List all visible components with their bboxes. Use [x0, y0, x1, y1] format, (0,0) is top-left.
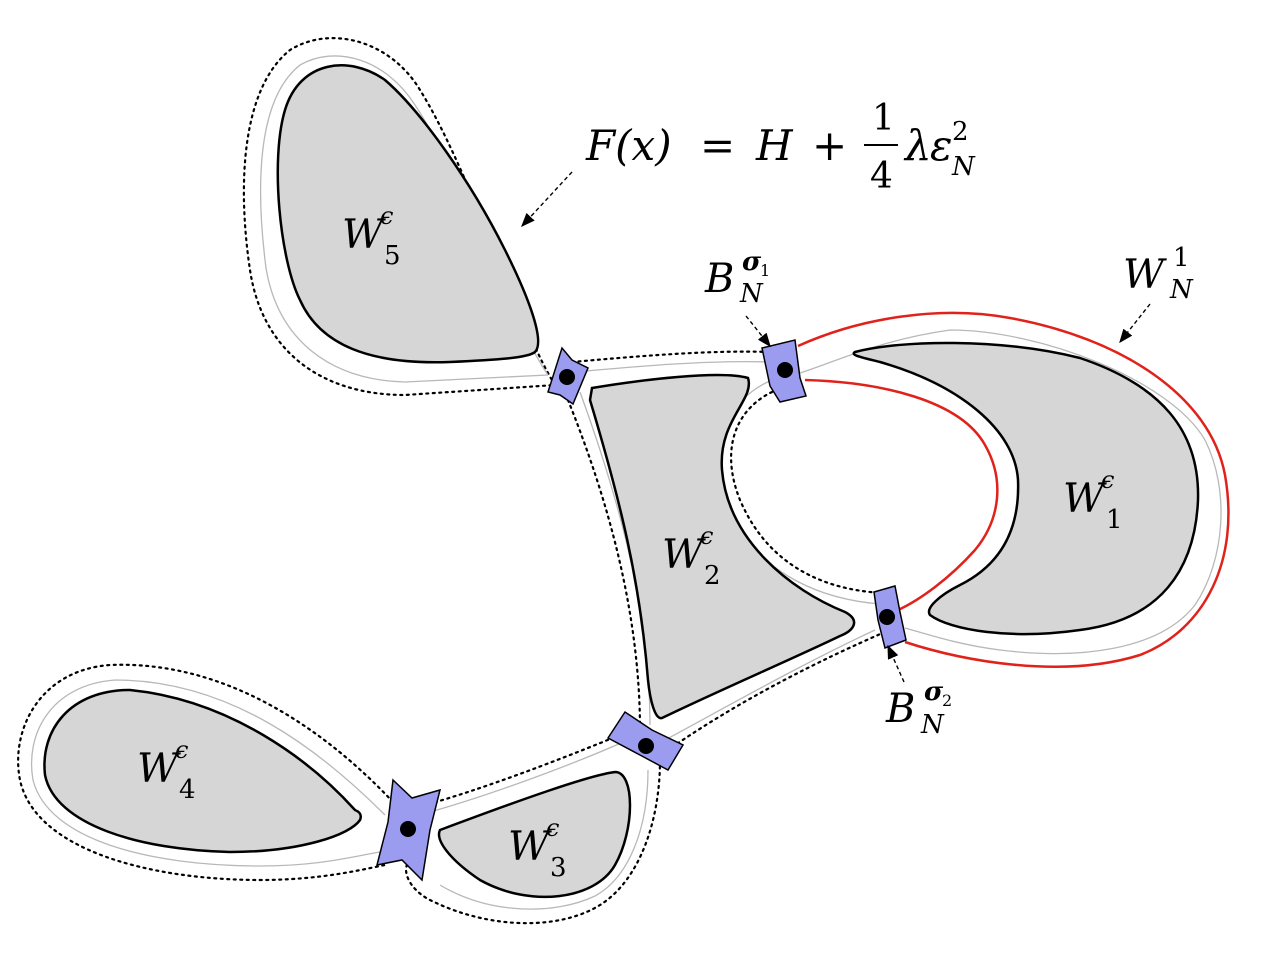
bridge-label-b1: B σ 1 N: [704, 247, 770, 309]
svg-text:N: N: [739, 279, 764, 309]
label-w1: W ϵ 1: [1063, 466, 1123, 535]
svg-text:W: W: [1123, 252, 1167, 298]
svg-text:B: B: [704, 256, 734, 302]
svg-text:W: W: [1063, 476, 1107, 522]
formula-eq: =: [700, 121, 735, 170]
label-w5: W ϵ 5: [342, 202, 401, 271]
formula-eps: ε: [930, 121, 953, 170]
svg-text:σ: σ: [924, 677, 944, 707]
svg-text:5: 5: [384, 241, 401, 271]
region-boundary: [797, 311, 1230, 668]
svg-text:ϵ: ϵ: [1101, 466, 1114, 494]
bridge-label-b2: B σ 2 N: [885, 677, 952, 740]
formula-frac-num: 1: [872, 98, 895, 139]
svg-text:B: B: [885, 686, 915, 732]
bridge-w3-w4: [375, 778, 442, 882]
bridge-b1: [761, 339, 807, 403]
formula-plus: +: [812, 121, 847, 170]
formula-lhs: F(x): [585, 121, 672, 170]
wells: [43, 64, 1200, 899]
formula-eps-sub: N: [951, 152, 976, 182]
formula-frac-den: 4: [870, 156, 893, 197]
well-labels: W ϵ 5 W ϵ 2 W ϵ 1 W ϵ 3 W ϵ 4: [137, 202, 1123, 883]
bridge-b2: [873, 585, 907, 650]
svg-text:ϵ: ϵ: [380, 202, 393, 230]
svg-text:N: N: [1169, 275, 1194, 305]
label-w4: W ϵ 4: [137, 736, 196, 805]
well-w1: [852, 341, 1200, 636]
svg-text:1: 1: [760, 261, 770, 280]
well-w2: [588, 373, 856, 720]
guide-curves: [31, 55, 1222, 910]
svg-text:W: W: [137, 746, 181, 792]
annotation-arrows: [521, 171, 1151, 683]
svg-text:2: 2: [942, 691, 952, 710]
svg-text:4: 4: [179, 775, 196, 805]
svg-text:1: 1: [1173, 243, 1190, 273]
bridge-w5-w2: [547, 346, 589, 406]
svg-text:2: 2: [704, 561, 721, 591]
well-w5: [276, 64, 540, 364]
label-w3: W ϵ 3: [508, 814, 567, 883]
svg-text:W: W: [508, 824, 552, 870]
svg-text:W: W: [342, 212, 386, 258]
svg-text:1: 1: [1106, 505, 1123, 535]
formula-label: F(x) = H + 1 4 λ ε 2 N: [585, 98, 976, 197]
svg-text:σ: σ: [742, 247, 762, 277]
well-w4: [43, 688, 363, 854]
svg-text:W: W: [662, 532, 706, 578]
well-w3: [437, 770, 632, 899]
region-label: W 1 N: [1123, 243, 1194, 305]
svg-text:ϵ: ϵ: [546, 814, 559, 842]
dotted-level-set: [17, 37, 887, 925]
svg-text:ϵ: ϵ: [700, 522, 713, 550]
label-w2: W ϵ 2: [662, 522, 721, 591]
bridges: [375, 339, 907, 882]
svg-text:N: N: [920, 710, 945, 740]
formula-eps-sup: 2: [952, 117, 969, 147]
formula-lambda: λ: [903, 121, 932, 170]
formula-h: H: [755, 121, 794, 170]
svg-text:3: 3: [550, 853, 567, 883]
svg-text:ϵ: ϵ: [175, 736, 188, 764]
bridge-w2-w3: [606, 710, 685, 771]
